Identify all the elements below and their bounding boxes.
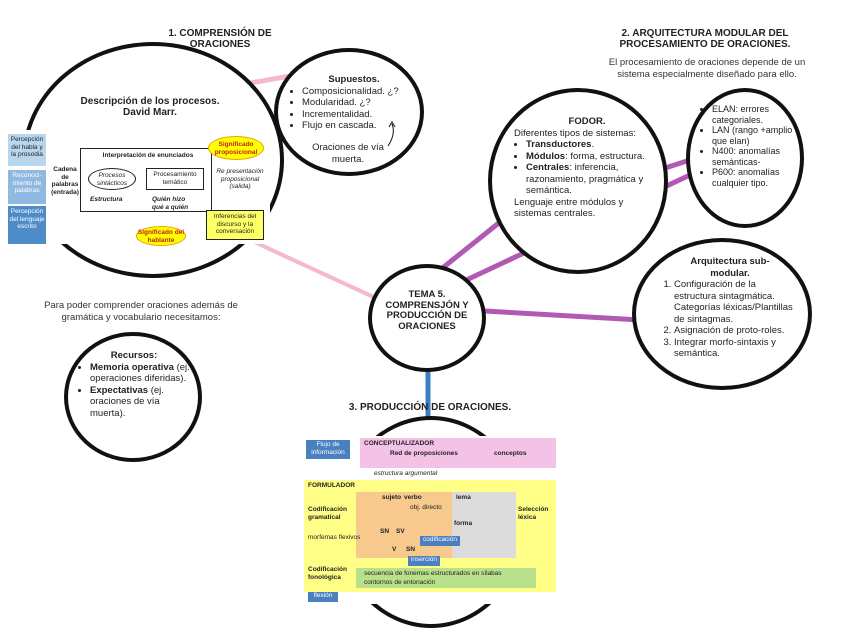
list-item: Módulos: forma, estructura.: [526, 151, 660, 163]
rep-label: Re presentación proposicional (salida): [216, 168, 264, 190]
list-item: LAN (rango +amplio que elan): [712, 125, 796, 146]
submodular-list: Configuración de la estructura sintagmát…: [660, 279, 800, 360]
para-text: Para poder comprender oraciones además d…: [44, 300, 238, 323]
sujeto-label: sujeto: [382, 494, 402, 501]
section2-desc: El procesamiento de oraciones depende de…: [608, 57, 806, 80]
fon-box: [356, 568, 536, 588]
procesos-ellipse: Procesos sintácticos: [88, 168, 136, 190]
sig-hab-ellipse: Significado del hablante: [136, 226, 186, 246]
cadena-label: Cadena de palabras (entrada): [51, 166, 79, 196]
list-item: N400: anomalías semánticas-: [712, 146, 796, 167]
quien-label: Quién hizo qué a quién: [152, 196, 189, 211]
produccion-figure: Flujo de información CONCEPTUALIZADOR Re…: [304, 436, 560, 604]
v-label: V: [392, 546, 397, 553]
marr-title: Descripción de los procesos. David Marr.: [80, 96, 220, 118]
conceptos-label: conceptos: [494, 450, 527, 457]
flexion-box: flexión: [308, 592, 338, 602]
recursos-content: Recursos: Memoria operativa (ej. operaci…: [78, 350, 190, 419]
central-bubble: [368, 264, 486, 372]
box-percepcion-habla: Percepción del habla y la prosodia: [8, 134, 46, 166]
submodular-bubble: [632, 238, 812, 390]
list-item: Expectativas (ej. oraciones de vía muert…: [90, 385, 190, 420]
inferencias-box: Inferencias del discurso y la conversaci…: [206, 210, 264, 240]
line-central-submodular: [467, 307, 641, 323]
interp-title: Interpretación de enunciados: [102, 152, 194, 159]
list-item: Incrementalidad.: [302, 109, 418, 121]
codificacion-box: codificación: [420, 536, 460, 546]
box-percepcion-escrito: Percepción del lenguaje escrito: [8, 206, 46, 244]
fodor-intro: Diferentes tipos de sistemas:: [514, 127, 636, 139]
procesamiento-box: Procesamiento temático: [146, 168, 204, 190]
sn2-label: SN: [406, 546, 416, 553]
cod-fon-label: Codificación fonológica: [308, 566, 348, 581]
list-item: Asignación de proto-roles.: [674, 325, 800, 337]
seq2-label: contornos de entonación: [364, 579, 436, 586]
submodular-title: Arquitectura sub- modular.: [690, 256, 770, 279]
supuestos-title: Supuestos.: [328, 74, 380, 85]
recursos-title: Recursos:: [110, 350, 158, 361]
verbo-label: verbo: [404, 494, 422, 501]
list-item: Transductores.: [526, 139, 660, 151]
list-item: Flujo en cascada.: [302, 120, 418, 132]
elan-bubble: [686, 88, 804, 228]
sv-label: SV: [396, 528, 405, 535]
list-item: ELAN: errores categoriales.: [712, 104, 796, 125]
list-item: Modularidad. ¿?: [302, 97, 418, 109]
elan-list: ELAN: errores categoriales. LAN (rango +…: [700, 104, 796, 188]
central-title: TEMA 5. COMPRENSJÓN Y PRODUCCIÓN DE ORAC…: [385, 289, 469, 332]
conceptualizador-box: [360, 438, 556, 468]
submodular-content: Arquitectura sub- modular. Configuración…: [660, 256, 800, 360]
recursos-bubble: [64, 332, 202, 462]
list-item: Centrales: inferencia, razonamiento, pra…: [526, 162, 660, 197]
supuestos-note: Oraciones de vía muerta.: [312, 142, 384, 165]
seq1-label: secuencia de fonemas estructurados en sí…: [364, 570, 502, 577]
list-item: P600: anomalías cualquier tipo.: [712, 167, 796, 188]
formulador-label: FORMULADOR: [308, 482, 355, 489]
conceptualizador-label: CONCEPTUALIZADOR: [364, 440, 435, 447]
fodor-content: FODOR. Diferentes tipos de sistemas: Tra…: [514, 116, 660, 220]
section3-title: 3. PRODUCCIÓN DE ORACIONES.: [348, 402, 512, 413]
interp-box: [80, 148, 212, 212]
recursos-list: Memoria operativa (ej. operaciones difer…: [78, 362, 190, 420]
box-reconocimiento: Reconoci- miento de palabras: [8, 170, 46, 204]
line-central-marr: [249, 238, 381, 302]
cod-gram-label: Codificación gramatical: [308, 506, 348, 521]
fodor-title: FODOR.: [568, 116, 606, 127]
seleccion-label: Selección léxica: [518, 506, 549, 521]
list-item: Configuración de la estructura sintagmát…: [674, 279, 800, 325]
marr-figure: Percepción del habla y la prosodia Recon…: [8, 130, 270, 246]
list-item: Composicionalidad. ¿?: [302, 86, 418, 98]
estructura-arg-label: estructura argumental: [374, 470, 438, 477]
supuestos-content: Supuestos. Composicionalidad. ¿? Modular…: [290, 74, 418, 132]
section2-title: 2. ARQUITECTURA MODULAR DEL PROCESAMIENT…: [619, 28, 791, 50]
list-item: Memoria operativa (ej. operaciones difer…: [90, 362, 190, 385]
lexical-area: [452, 492, 516, 558]
flujo-box: Flujo de información: [306, 440, 350, 459]
list-item: Integrar morfo-sintaxis y semántica.: [674, 337, 800, 360]
supuestos-list: Composicionalidad. ¿? Modularidad. ¿? In…: [290, 86, 418, 132]
estructura-label: Estructura: [90, 196, 123, 203]
red-label: Red de proposiciones: [390, 450, 458, 457]
elan-content: ELAN: errores categoriales. LAN (rango +…: [700, 104, 796, 188]
insercion-box: inserción: [408, 556, 440, 566]
forma-label: forma: [454, 520, 473, 527]
fodor-footer: Lenguaje entre módulos y sistemas centra…: [514, 196, 624, 220]
morfemas-label: morfemas flexivos: [308, 534, 361, 541]
section1-title: 1. COMPRENSIÓN DE ORACIONES: [168, 28, 272, 50]
lema-label: lema: [456, 494, 471, 501]
supuestos-bubble: [274, 48, 424, 176]
obj-label: obj. directo: [410, 504, 442, 511]
fodor-list: Transductores. Módulos: forma, estructur…: [514, 139, 660, 197]
gram-area: [356, 492, 452, 558]
fodor-bubble: [488, 88, 668, 274]
sn-label: SN: [380, 528, 390, 535]
sig-prop-ellipse: Significado proposicional: [208, 136, 264, 160]
